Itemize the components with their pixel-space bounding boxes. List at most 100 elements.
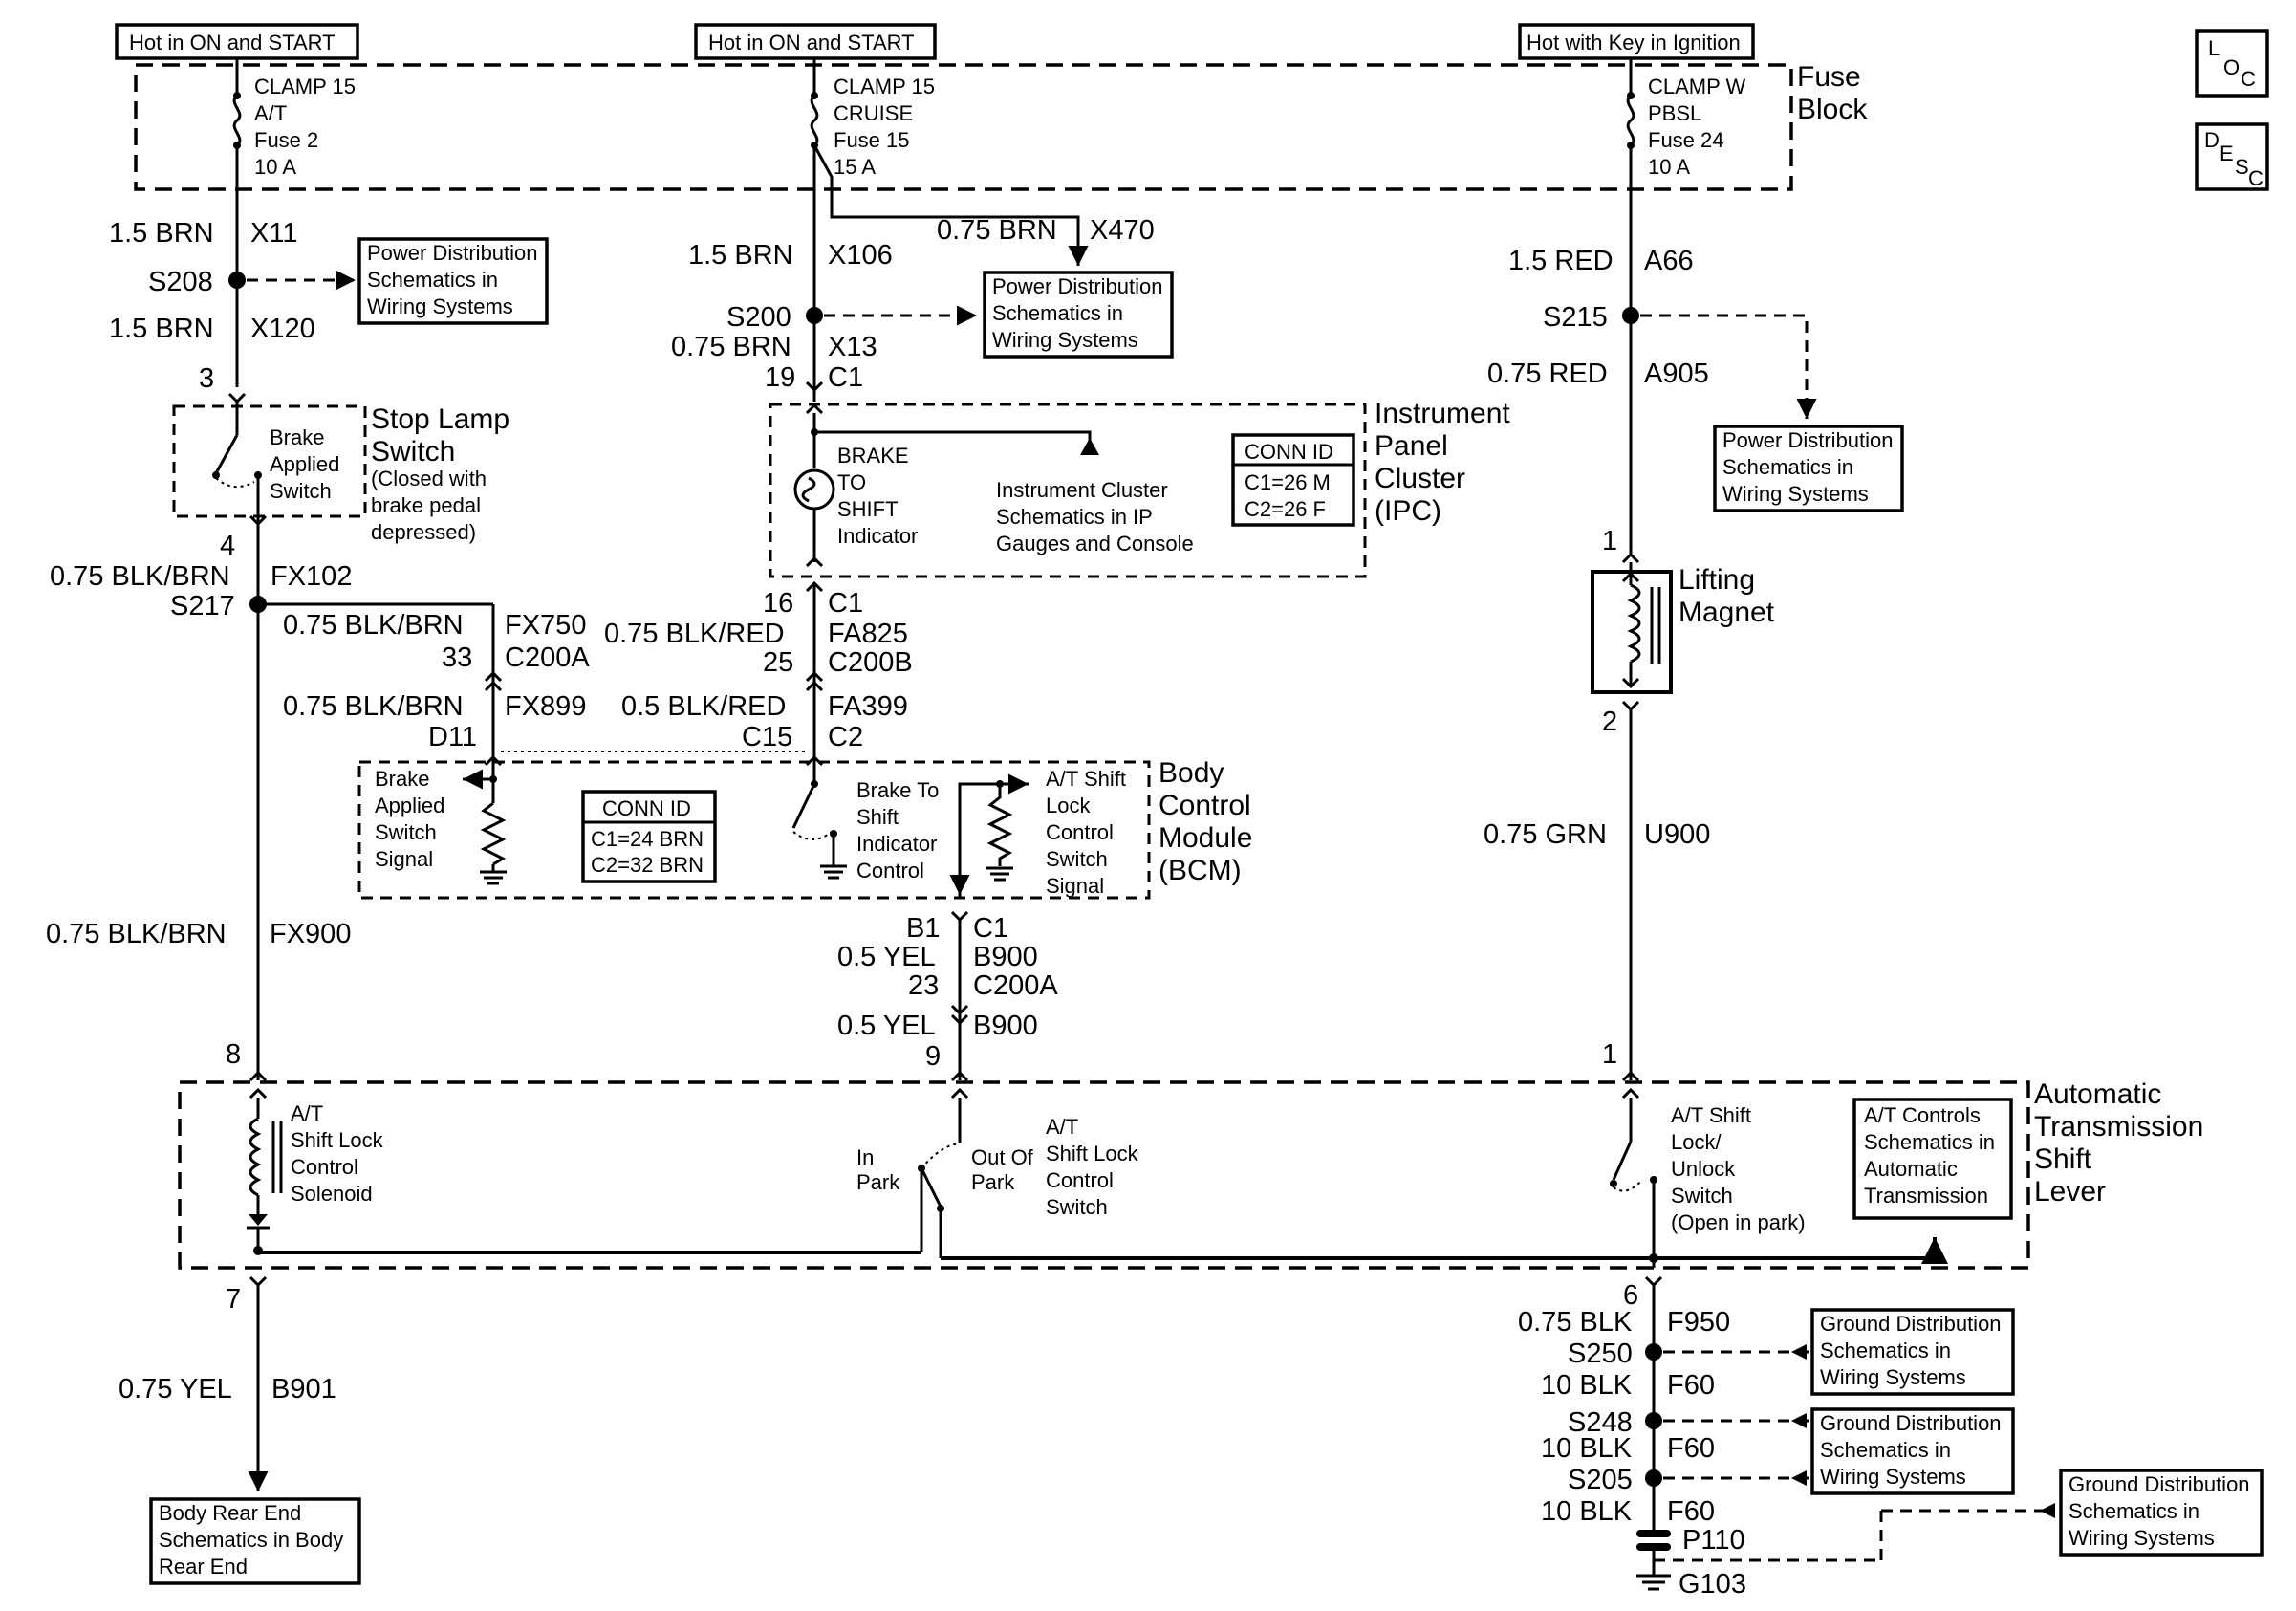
solenoid-line4: Solenoid (291, 1182, 373, 1206)
power-dist-ref-2[interactable]: Power Distribution Schematics in Wiring … (983, 271, 1174, 359)
splice-s200 (806, 307, 823, 324)
ipc-conn-id (1231, 433, 1355, 527)
center-mid-wires: 16 C1 0.75 BLK/RED FA825 25 C200B 0.5 BL… (501, 580, 913, 767)
right-w2-circuit: A905 (1644, 359, 1709, 389)
right-w2-gauge: 0.75 RED (1487, 359, 1608, 389)
ipc-indicator-line3: SHIFT (837, 497, 899, 521)
fuse-24: CLAMP W PBSL Fuse 24 10 A (1626, 58, 1746, 179)
shift-lever-title-4: Lever (2034, 1176, 2106, 1208)
header-right-text: Hot with Key in Ignition (1527, 31, 1741, 54)
power-dist-ref-1-line3: Wiring Systems (367, 294, 513, 318)
header-center-text: Hot in ON and START (708, 31, 915, 54)
ipc-ref-line3: Gauges and Console (996, 532, 1194, 555)
bcm-shift-ctrl-1: Brake To (856, 778, 939, 802)
left-pin-7: 7 (226, 1284, 241, 1315)
center-w2-pin: 19 (765, 362, 795, 393)
ground-dist-ref-3-line2: Schematics in (2069, 1499, 2199, 1523)
left-pin-8: 8 (226, 1039, 241, 1070)
bcm-shift-ctrl-2: Shift (856, 805, 899, 829)
bcm-title-3: Module (1159, 822, 1252, 854)
right-w1-gauge: 1.5 RED (1508, 246, 1614, 276)
fuse-24-line4: 10 A (1648, 155, 1690, 179)
center-w2-conn: C1 (828, 362, 863, 393)
bcm-brake-signal-1: Brake (375, 767, 429, 791)
header-left-text: Hot in ON and START (129, 31, 336, 54)
ground-dist-ref-2[interactable]: Ground Distribution Schematics in Wiring… (1810, 1407, 2015, 1495)
bcm-shift-lock-2: Lock (1046, 794, 1091, 817)
unlock-switch-3: Unlock (1671, 1157, 1736, 1181)
bcm-shift-ctrl-4: Control (856, 859, 924, 882)
bcm-conn-c1: C1=24 BRN (591, 827, 704, 851)
center-w3-pin: 16 (763, 588, 793, 619)
ipc-indicator-line4: Indicator (837, 524, 918, 548)
at-controls-ref-4: Transmission (1864, 1184, 1988, 1208)
ground-dist-ref-1-line3: Wiring Systems (1820, 1365, 1966, 1389)
fuse-block-title: Fuse (1797, 61, 1861, 93)
left-w4-circuit: FX750 (505, 610, 586, 641)
center-w1-circuit: X106 (828, 240, 893, 271)
splice-s200-label: S200 (726, 302, 791, 333)
left-bottom: 7 0.75 YEL B901 Body Rear End Schematics… (119, 1275, 361, 1585)
right-w4-circuit: F950 (1667, 1307, 1730, 1338)
unlock-switch-4: Switch (1671, 1184, 1733, 1208)
in-park-line1: In (856, 1145, 874, 1169)
solenoid-line3: Control (291, 1155, 358, 1179)
bcm-conn-id (581, 790, 717, 883)
ground-dist-ref-3[interactable]: Ground Distribution Schematics in Wiring… (2059, 1469, 2264, 1557)
unlock-switch-1: A/T Shift (1671, 1103, 1751, 1127)
center-w5-gauge: 0.5 YEL (837, 942, 936, 972)
power-dist-ref-3-line2: Schematics in (1722, 455, 1853, 479)
power-dist-ref-3-line1: Power Distribution (1722, 428, 1894, 452)
loc-icon[interactable]: L O C (2195, 29, 2269, 98)
left-pin-3: 3 (199, 363, 214, 394)
brake-switch-line3: Switch (270, 479, 332, 503)
fuse-2-line1: CLAMP 15 (254, 75, 356, 98)
brake-switch-line1: Brake (270, 425, 324, 449)
shift-lock-switch-4: Switch (1046, 1195, 1108, 1219)
power-dist-ref-1[interactable]: Power Distribution Schematics in Wiring … (357, 237, 549, 325)
shift-lock-switch-3: Control (1046, 1168, 1114, 1192)
right-w1-circuit: A66 (1644, 246, 1694, 276)
ipc-title-2: Panel (1375, 430, 1448, 462)
desc-icon[interactable]: D E S C (2195, 122, 2269, 191)
out-of-park-line2: Park (971, 1170, 1015, 1194)
desc-letter-d: D (2204, 128, 2220, 152)
splice-s215-label: S215 (1543, 302, 1608, 333)
right-w6-gauge: 10 BLK (1541, 1433, 1633, 1464)
center-x470-gauge: 0.75 BRN (937, 215, 1057, 246)
ipc-conn-c1: C1=26 M (1245, 470, 1331, 494)
center-w3-gauge: 0.75 BLK/RED (604, 619, 785, 649)
left-w4-conn: C200A (505, 642, 590, 673)
ground-dist-ref-1[interactable]: Ground Distribution Schematics in Wiring… (1810, 1308, 2015, 1396)
right-w3-gauge: 0.75 GRN (1484, 819, 1607, 850)
bcm-title-1: Body (1159, 757, 1224, 789)
p110-label: P110 (1682, 1525, 1745, 1556)
center-w4-gauge: 0.5 BLK/RED (621, 691, 786, 722)
automatic-transmission-shift-lever: Automatic Transmission Shift Lever A/T S… (178, 1078, 2203, 1270)
fuse-24-line1: CLAMP W (1648, 75, 1746, 98)
left-w6-gauge: 0.75 BLK/BRN (46, 919, 227, 949)
stop-lamp-note-2: brake pedal (371, 493, 481, 517)
center-w4-circuit: FA399 (828, 691, 908, 722)
fuse-15-line3: Fuse 15 (834, 128, 910, 152)
fuse-15: CLAMP 15 CRUISE Fuse 15 15 A (810, 58, 935, 179)
body-control-module: Brake Applied Switch Signal CONN ID C1=2… (357, 757, 1252, 900)
fuse-24-line2: PBSL (1648, 101, 1701, 125)
power-dist-ref-3[interactable]: Power Distribution Schematics in Wiring … (1713, 425, 1904, 512)
splice-s208 (228, 272, 246, 289)
center-w6-circuit: B900 (973, 1011, 1038, 1041)
splice-s250-label: S250 (1568, 1339, 1633, 1369)
ground-dist-ref-3-line3: Wiring Systems (2069, 1526, 2215, 1550)
at-controls-ref-1: A/T Controls (1864, 1103, 1981, 1127)
right-circuit: 1.5 RED A66 S215 0.75 RED A905 1 Lifting… (1484, 145, 1817, 1082)
bcm-title-2: Control (1159, 790, 1251, 821)
at-controls-ref[interactable]: A/T Controls Schematics in Automatic Tra… (1852, 1098, 2013, 1220)
shift-lever-title-1: Automatic (2034, 1078, 2161, 1110)
shift-lever-title-3: Shift (2034, 1143, 2092, 1175)
left-w1-gauge: 1.5 BRN (109, 218, 214, 249)
body-rear-end-ref[interactable]: Body Rear End Schematics in Body Rear En… (149, 1497, 361, 1585)
splice-s217-label: S217 (170, 591, 235, 621)
left-pin-4: 4 (220, 531, 235, 561)
center-w5-circuit: B900 (973, 942, 1038, 972)
bcm-shift-lock-4: Switch (1046, 847, 1108, 871)
